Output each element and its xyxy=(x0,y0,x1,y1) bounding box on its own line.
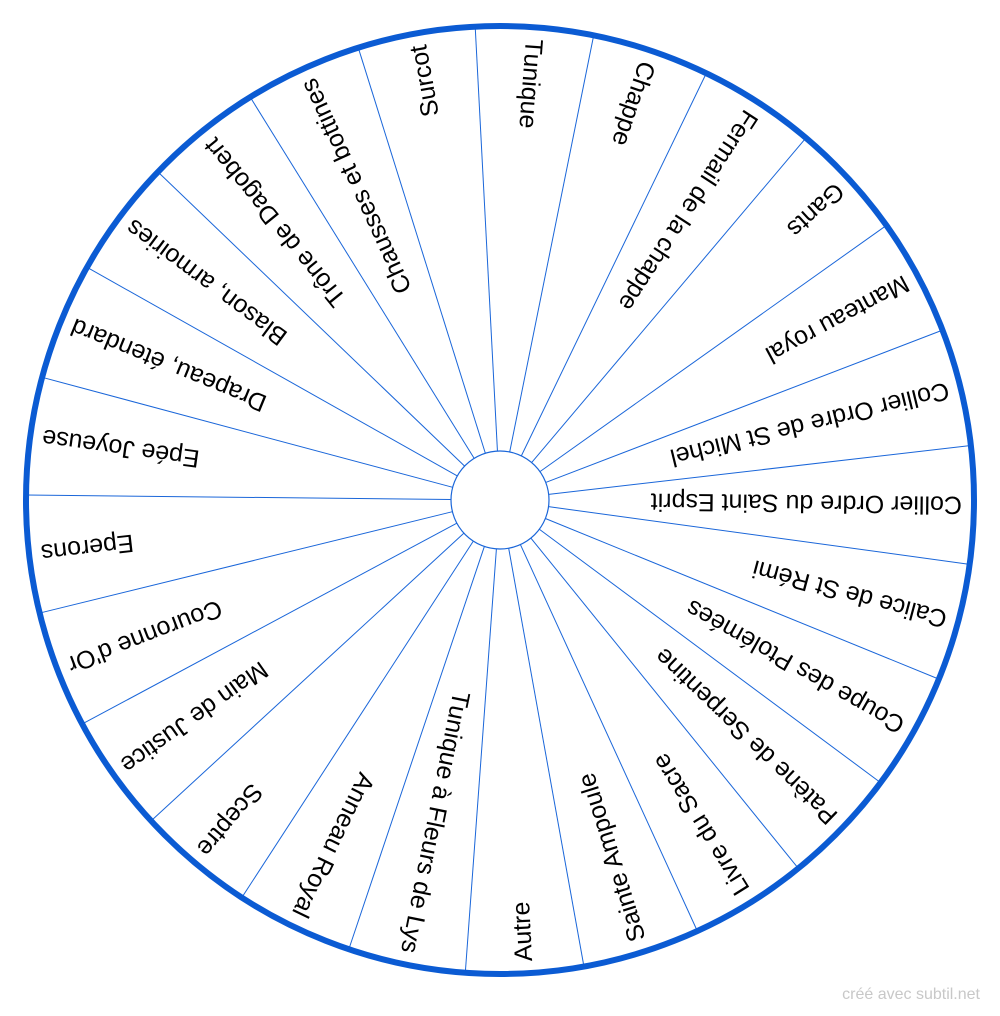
segment-label-livre-du-sacre: Livre du Sacre xyxy=(647,748,756,900)
segment-divider xyxy=(520,73,707,457)
segment-divider xyxy=(39,511,453,614)
wheel-center-hub[interactable] xyxy=(450,450,550,550)
segment-divider xyxy=(42,376,453,488)
segment-divider xyxy=(530,537,799,869)
segment-label-chappe: Chappe xyxy=(606,58,660,150)
segment-label-main-de-justice: Main de Justice xyxy=(115,656,273,779)
segment-divider xyxy=(519,544,698,932)
segment-divider xyxy=(509,35,595,453)
segment-label-tunique: Tunique xyxy=(513,38,547,129)
segment-label-collier-ordre-de-st-michel: Collier Ordre de St Michel xyxy=(667,376,952,471)
segment-divider xyxy=(548,506,970,565)
segment-divider xyxy=(539,225,887,473)
segment-label-calice-de-st-remi: Calice de St Rémi xyxy=(749,554,950,633)
segment-divider xyxy=(26,494,452,500)
wheel-outer-ring xyxy=(23,23,977,977)
segment-divider xyxy=(348,546,485,950)
segment-label-gants: Gants xyxy=(782,177,850,243)
segment-dividers xyxy=(26,26,971,973)
segment-label-tunique-a-fleurs-de-lys: Tunique à Fleurs de Lys xyxy=(395,689,475,956)
segment-divider xyxy=(357,47,486,454)
segment-divider xyxy=(241,540,474,898)
segment-label-eperons: Eperons xyxy=(39,528,135,567)
segment-divider xyxy=(545,329,943,483)
segment-label-drapeau-etendard: Drapeau, étendard xyxy=(67,312,271,417)
segment-label-surcot: Surcot xyxy=(404,43,444,119)
segment-label-manteau-royal: Manteau royal xyxy=(761,269,914,369)
segment-divider xyxy=(82,522,458,725)
segment-label-couronne-d-or: Couronne d'Or xyxy=(64,594,226,679)
segment-divider xyxy=(249,96,475,459)
segment-divider xyxy=(474,26,498,452)
segment-label-collier-ordre-du-saint-esprit: Collier Ordre du Saint Esprit xyxy=(651,488,963,519)
segment-divider xyxy=(508,548,585,967)
credit-text: créé avec subtil.net xyxy=(842,986,980,1003)
segment-divider xyxy=(464,548,497,973)
segment-label-sceptre: Sceptre xyxy=(191,778,268,862)
segment-divider xyxy=(539,528,881,784)
segment-divider xyxy=(548,445,971,495)
segment-label-autre: Autre xyxy=(507,901,538,962)
segment-label-sainte-ampoule: Sainte Ampoule xyxy=(572,770,651,945)
segment-divider xyxy=(150,532,465,822)
segment-divider xyxy=(86,266,458,477)
segment-divider xyxy=(545,518,940,680)
segment-divider xyxy=(157,171,465,467)
segment-divider xyxy=(531,137,807,463)
segment-label-epee-joyeuse: Epée Joyeuse xyxy=(40,423,201,472)
